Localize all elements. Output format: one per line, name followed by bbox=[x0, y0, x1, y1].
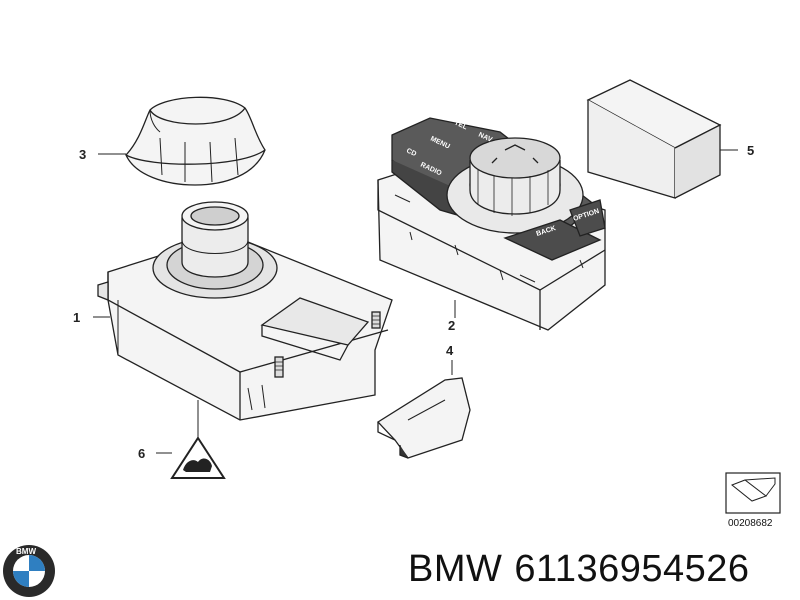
callout-6: 6 bbox=[138, 446, 145, 461]
bmw-logo-text: BMW bbox=[16, 547, 36, 556]
bmw-logo: BMW bbox=[3, 545, 55, 597]
callout-4: 4 bbox=[446, 343, 454, 358]
part-title: BMW 61136954526 bbox=[408, 548, 762, 591]
diagram-reference-box: 00208682 bbox=[725, 472, 781, 529]
part-number: 61136954526 bbox=[514, 548, 750, 590]
callout-1: 1 bbox=[73, 310, 80, 325]
button-label-cd: CD bbox=[405, 147, 417, 158]
part-1-base-housing bbox=[97, 201, 393, 421]
callout-3: 3 bbox=[79, 147, 86, 162]
callout-5: 5 bbox=[747, 143, 754, 158]
part-4-clip bbox=[376, 377, 471, 459]
callout-2: 2 bbox=[448, 318, 455, 333]
part-3-knob-cap bbox=[125, 96, 266, 186]
brand-name: BMW bbox=[408, 548, 503, 590]
part-6-warning-label bbox=[170, 436, 226, 479]
diagram-code: 00208682 bbox=[728, 518, 773, 529]
part-5-foam-block bbox=[586, 79, 722, 199]
part-2-controller bbox=[377, 117, 606, 331]
